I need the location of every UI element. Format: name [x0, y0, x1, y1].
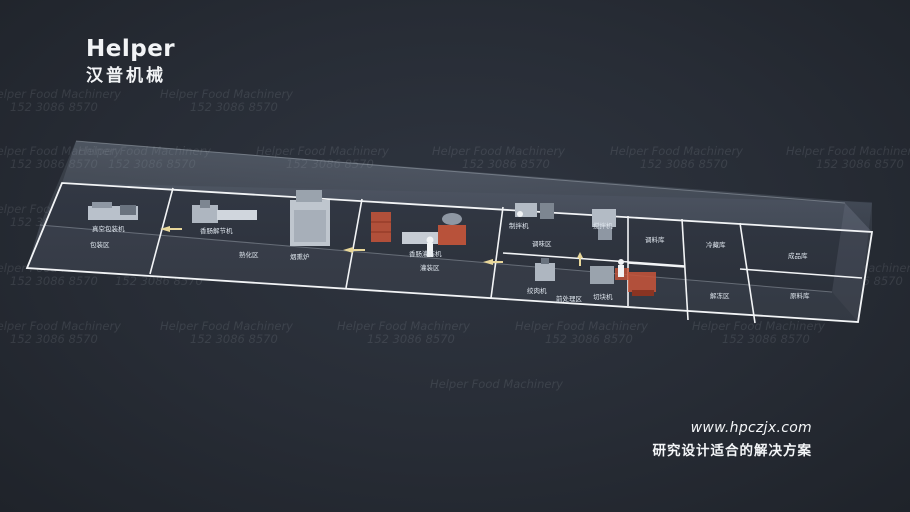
label-dicer: 切块机: [593, 292, 613, 301]
label-vacuum-packer: 真空包装机: [92, 224, 125, 233]
mixer-machine: [515, 203, 554, 219]
logo-chinese: 汉普机械: [86, 66, 166, 86]
label-thawing-zone: 解冻区: [710, 291, 730, 300]
label-cold-storage: 冷藏库: [706, 240, 726, 249]
back-wall: [62, 141, 872, 232]
label-sausage-filler: 香肠灌装机: [409, 249, 442, 258]
website-url: www.hpczjx.com: [690, 420, 812, 436]
label-mixer: 制拌机: [509, 221, 529, 230]
footer: www.hpczjx.com 研究设计适合的解决方案: [653, 420, 813, 459]
label-sausage-knotter: 香肠解节机: [200, 226, 233, 235]
label-smokehouse: 烟熏炉: [290, 252, 310, 261]
logo-brand: Helper: [86, 36, 176, 62]
label-cooking-zone: 熟化区: [239, 250, 259, 259]
label-finished-storage: 成品库: [788, 251, 808, 260]
label-grinder: 绞肉机: [527, 286, 547, 295]
front-wall: [27, 225, 858, 322]
sausage-filler-machine: [402, 213, 466, 257]
slogan: 研究设计适合的解决方案: [652, 443, 812, 459]
sausage-trolley: [371, 212, 391, 242]
flow-arrows: [160, 226, 583, 266]
label-blender: 搅拌机: [593, 221, 613, 230]
smokehouse-machine: [290, 190, 330, 246]
label-seasoning-zone: 调味区: [532, 239, 552, 248]
label-packaging-zone: 包装区: [90, 240, 110, 249]
grinder-machine: [535, 258, 555, 281]
room-dividers: [149, 187, 863, 324]
watermark: Helper Food Machinery: [430, 377, 563, 391]
label-seasoning-room: 调料库: [645, 235, 665, 244]
raw-material-pallets: [618, 259, 656, 296]
blender-machine: [592, 209, 616, 240]
label-filling-zone: 灌装区: [420, 263, 440, 272]
helper-logo: Helper 汉普机械: [86, 37, 175, 86]
label-raw-storage: 原料库: [790, 291, 810, 300]
wall-top: [62, 141, 872, 232]
label-pretreatment-zone: 前处理区: [556, 294, 583, 303]
vacuum-packer-machine: [88, 202, 138, 220]
sausage-knotter-machine: [192, 200, 257, 223]
